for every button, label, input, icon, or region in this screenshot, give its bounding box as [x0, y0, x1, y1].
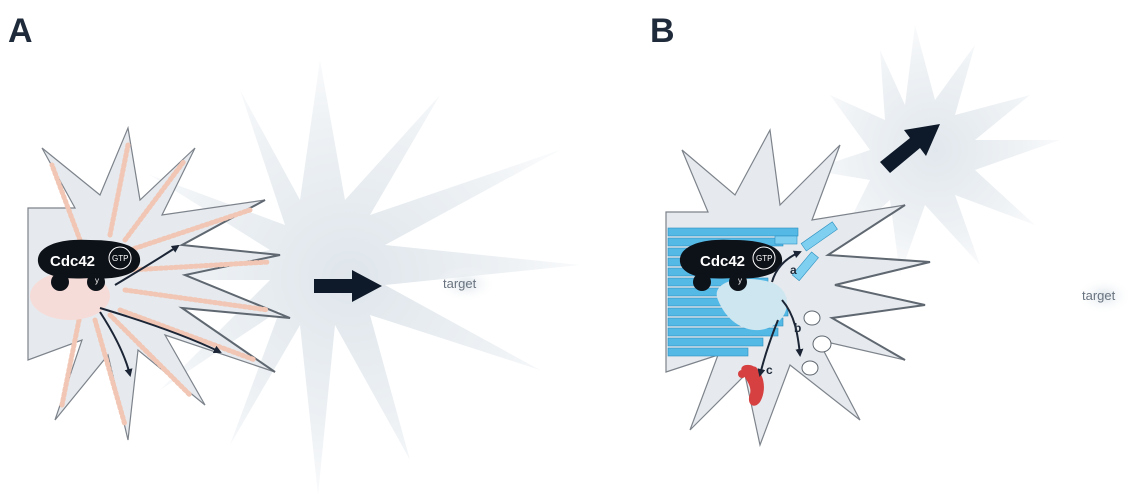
panel-b-target-label: target	[1082, 288, 1116, 303]
panel-a-target-label: target	[443, 276, 477, 291]
panel-b-step-b: b	[794, 321, 801, 335]
panel-b-cdc42-label: Cdc42	[700, 253, 745, 270]
panel-b-subunit-label: y	[738, 276, 742, 285]
panel-a-gtp-label: GTP	[112, 254, 128, 263]
panel-a-subunit-label: y	[95, 276, 99, 285]
panel-a-cdc42-label: Cdc42	[50, 253, 95, 270]
panel-b-gtp-label: GTP	[756, 254, 772, 263]
panel-b-step-a: a	[790, 263, 797, 277]
panel-b: B	[650, 12, 1129, 445]
panel-b-step-c: c	[766, 363, 773, 377]
panel-a: A	[8, 12, 580, 495]
panel-a-letter: A	[8, 12, 33, 50]
panel-b-letter: B	[650, 12, 675, 50]
